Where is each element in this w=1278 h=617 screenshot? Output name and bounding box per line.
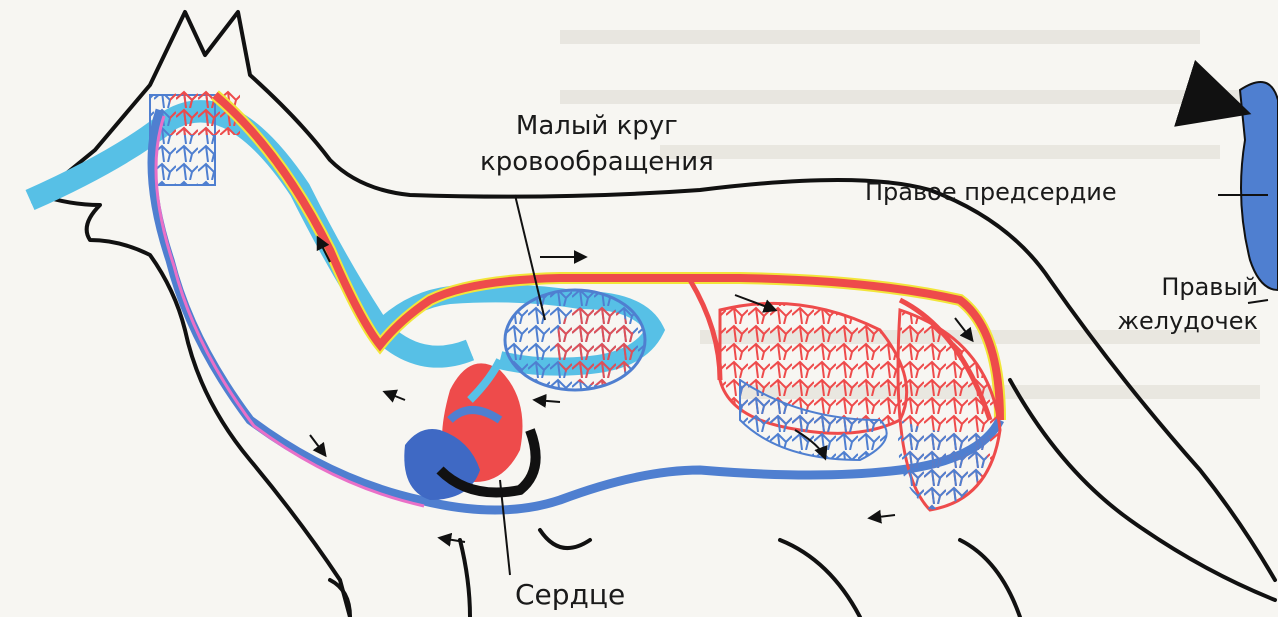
heart bbox=[404, 360, 535, 500]
pulmonary-circuit-line-2: кровообращения bbox=[480, 144, 714, 180]
gut-capillaries bbox=[720, 303, 907, 460]
right-atrium-label: Правое предсердие bbox=[865, 178, 1117, 206]
pulmonary-circuit-label: Малый круг кровообращения bbox=[480, 108, 714, 180]
right-heart-inset bbox=[1190, 82, 1278, 290]
right-ventricle-line-2: желудочек bbox=[1117, 304, 1258, 338]
pulmonary-circuit-line-1: Малый круг bbox=[480, 108, 714, 144]
lung-capillaries bbox=[505, 290, 645, 390]
right-ventricle-label: Правый желудочек bbox=[1117, 270, 1258, 338]
heart-label: Сердце bbox=[515, 578, 625, 611]
right-ventricle-line-1: Правый bbox=[1117, 270, 1258, 304]
